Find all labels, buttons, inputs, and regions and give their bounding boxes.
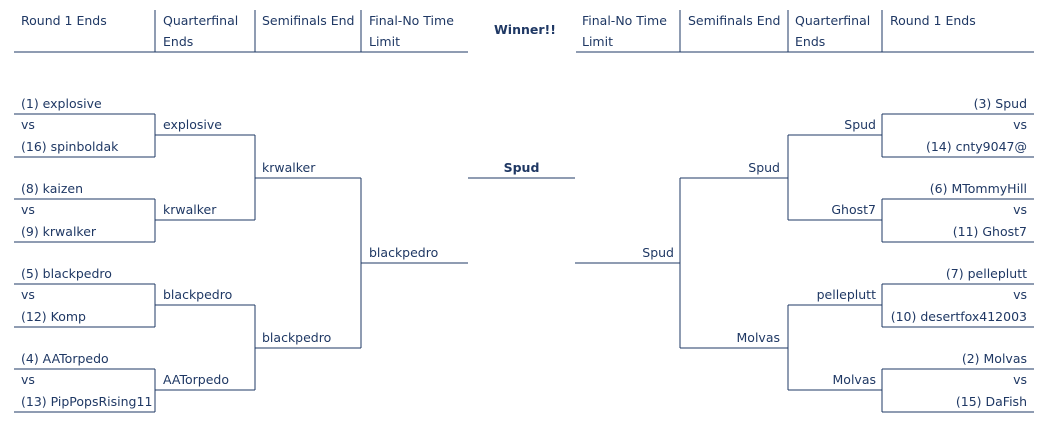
winner-label: Winner!! xyxy=(494,22,556,37)
left-qf-1: explosive xyxy=(163,117,222,132)
header-left-semifinal: Semifinals End xyxy=(262,13,355,28)
left-r1-m2-top: (8) kaizen xyxy=(21,181,84,196)
right-r1-m4-top: (2) Molvas xyxy=(961,351,1027,366)
header-right-quarterfinal: Quarterfinal Ends xyxy=(795,13,871,49)
left-r1-m1-bottom: (16) spinboldak xyxy=(21,139,119,154)
left-r1-m1-vs: vs xyxy=(21,117,35,132)
right-qf-4: Molvas xyxy=(832,372,876,387)
left-r1-m4-bottom: (13) PipPopsRising11 xyxy=(21,394,153,409)
left-r1-m4-top: (4) AATorpedo xyxy=(21,351,109,366)
left-sf-2: blackpedro xyxy=(262,330,332,345)
right-sf-2: Molvas xyxy=(736,330,780,345)
left-r1-m4-vs: vs xyxy=(21,372,35,387)
right-r1-m1-vs: vs xyxy=(1013,117,1027,132)
header-right-final: Final-No Time Limit xyxy=(582,13,667,49)
left-qf-2: krwalker xyxy=(163,202,217,217)
right-qf-2: Ghost7 xyxy=(831,202,876,217)
right-qf-1: Spud xyxy=(844,117,876,132)
left-r1-m1-top: (1) explosive xyxy=(21,96,102,111)
right-r1-m2-top: (6) MTommyHill xyxy=(929,181,1027,196)
left-r1-m2-vs: vs xyxy=(21,202,35,217)
right-r1-m1-top: (3) Spud xyxy=(973,96,1027,111)
header-right-semifinal: Semifinals End xyxy=(688,13,781,28)
left-final: blackpedro xyxy=(369,245,439,260)
header-left-final: Final-No Time Limit xyxy=(369,13,454,49)
left-qf-3: blackpedro xyxy=(163,287,233,302)
left-sf-1: krwalker xyxy=(262,160,316,175)
right-r1-m3-top: (7) pelleplutt xyxy=(945,266,1027,281)
left-r1-m2-bottom: (9) krwalker xyxy=(21,224,97,239)
left-r1-m3-top: (5) blackpedro xyxy=(21,266,112,281)
left-qf-4: AATorpedo xyxy=(163,372,229,387)
right-r1-m2-bottom: (11) Ghost7 xyxy=(952,224,1027,239)
right-r1-m1-bottom: (14) cnty9047@ xyxy=(925,139,1027,154)
header-right-round1: Round 1 Ends xyxy=(890,13,976,28)
left-r1-m3-vs: vs xyxy=(21,287,35,302)
right-r1-m2-vs: vs xyxy=(1013,202,1027,217)
right-r1-m4-bottom: (15) DaFish xyxy=(955,394,1027,409)
champion-name: Spud xyxy=(503,160,540,175)
right-r1-m4-vs: vs xyxy=(1013,372,1027,387)
right-final: Spud xyxy=(642,245,674,260)
header-left-round1: Round 1 Ends xyxy=(21,13,107,28)
right-qf-3: pelleplutt xyxy=(816,287,876,302)
left-r1-m3-bottom: (12) Komp xyxy=(21,309,86,324)
right-r1-m3-vs: vs xyxy=(1013,287,1027,302)
right-sf-1: Spud xyxy=(748,160,780,175)
header-left-quarterfinal: Quarterfinal Ends xyxy=(163,13,239,49)
right-r1-m3-bottom: (10) desertfox412003 xyxy=(890,309,1027,324)
